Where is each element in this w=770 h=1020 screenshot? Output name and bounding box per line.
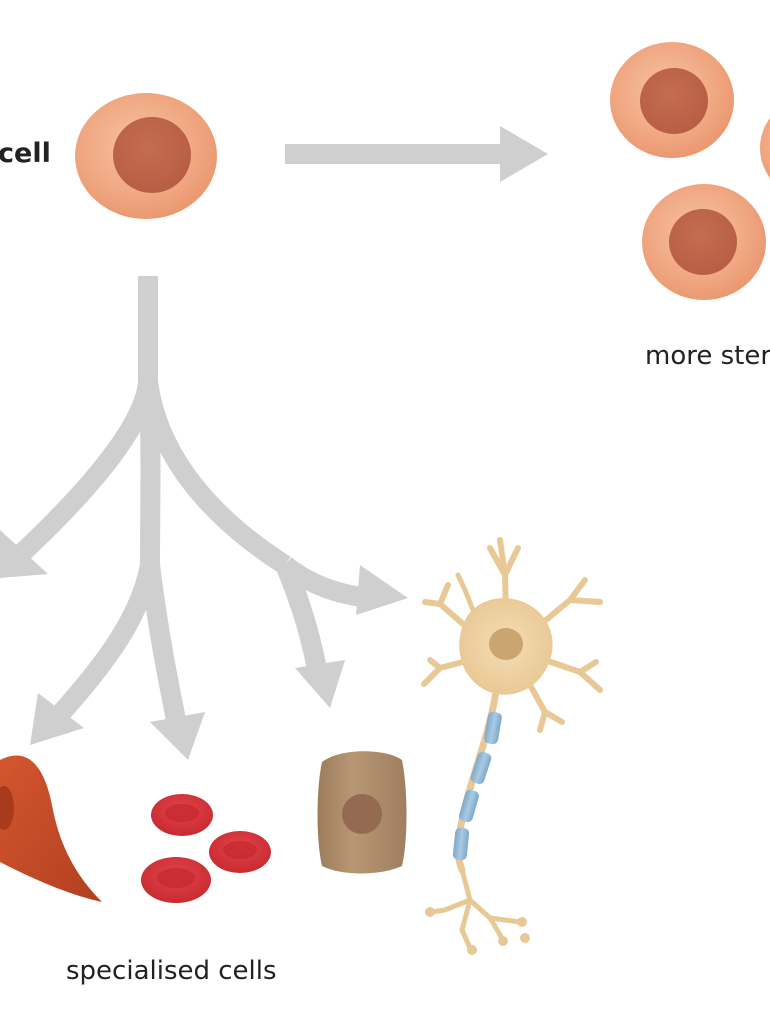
muscle-cell-icon [0, 755, 102, 902]
arrowhead-far-left [0, 530, 48, 578]
red-blood-cell-icon [209, 831, 271, 873]
epithelial-cell-icon [317, 751, 407, 874]
arrow-branch-rbc [140, 563, 188, 732]
stem-cell-label: cell [0, 138, 51, 169]
red-blood-cell-icon [141, 857, 211, 903]
arrowhead-right [500, 126, 548, 182]
arrowhead-muscle [30, 693, 84, 745]
arrow-branch-far-left [15, 380, 158, 561]
arrows [15, 144, 505, 732]
neuron-icon [421, 537, 603, 955]
arrowhead-epithelial [295, 660, 345, 708]
more-stem-cells-label: more ster [645, 341, 770, 371]
red-blood-cell-icon [151, 794, 213, 836]
arrowhead-neuron [356, 565, 408, 615]
stem-cell-icon [75, 93, 217, 219]
arrowheads [0, 126, 548, 760]
stem-cell-copy-icon [610, 42, 734, 158]
arrow-branch-right [138, 380, 291, 574]
specialised-cells-label: specialised cells [66, 956, 277, 986]
arrowhead-rbc [150, 712, 205, 760]
stem-cell-copy-icon [642, 184, 766, 300]
stem-cell-copy-icon [760, 118, 770, 178]
arrow-branch-muscle [47, 562, 160, 727]
